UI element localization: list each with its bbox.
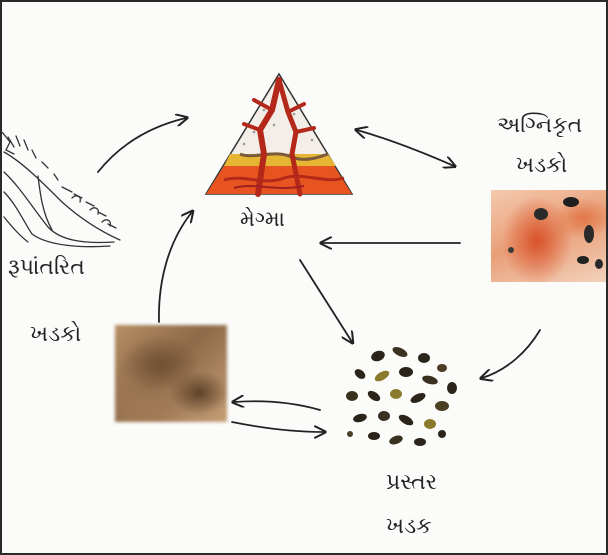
igneous-label-line2: ખડકો xyxy=(516,155,567,177)
metamorphic-label-line2: ખડકો xyxy=(30,324,81,346)
sedimentary-label-line2: ખડક xyxy=(386,516,432,538)
igneous-label-line1: અગ્નિકૃત xyxy=(497,115,582,137)
sedimentary-label-line1: પ્રસ્તર xyxy=(386,472,437,494)
metamorphic-label-line1: રૂપાંતરિત xyxy=(8,257,85,279)
magma-label: મેગ્મા xyxy=(240,209,285,230)
